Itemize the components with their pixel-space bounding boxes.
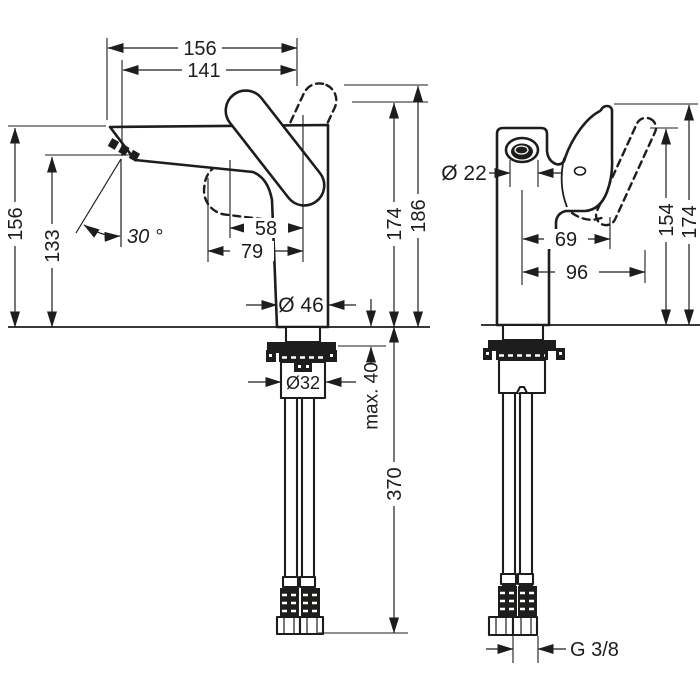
side-view (8, 82, 430, 636)
dim-hose-length: 370 (384, 467, 406, 500)
dim-width-69: 69 (555, 229, 577, 251)
dim-height-spout: 156 (5, 207, 27, 240)
front-view (481, 104, 700, 637)
dim-reach-total: 156 (183, 38, 216, 60)
mounting-hardware-front (483, 323, 565, 395)
supply-hoses-side (275, 396, 325, 636)
handle-swung-outline (594, 116, 658, 227)
dimension-labels: 156 141 156 133 30 ° 58 79 Ø 46 174 186 … (5, 38, 700, 661)
supply-hoses-front (487, 391, 539, 637)
dim-max-thickness: max. 40 (362, 362, 383, 430)
extension-lines (8, 38, 698, 663)
dim-body-diameter: Ø 46 (278, 294, 324, 317)
dim-width-96: 96 (566, 262, 588, 284)
dim-height-outlet: 133 (42, 229, 64, 262)
aerator-band (107, 138, 143, 163)
dim-outlet-angle: 30 ° (127, 226, 163, 248)
handle-lever-side (224, 89, 326, 207)
dim-offset-58: 58 (255, 218, 277, 240)
handle-swung-bottom (570, 211, 606, 221)
dim-offset-79: 79 (241, 241, 263, 263)
spout-outlet-inner (514, 145, 529, 155)
dim-shank-diameter: Ø32 (286, 373, 320, 393)
dim-height-154: 154 (656, 203, 678, 236)
dim-reach-aerator: 141 (187, 60, 220, 82)
handle-screw-hole (573, 166, 587, 176)
mounting-hardware-side (266, 325, 337, 400)
dim-connection-thread: G 3/8 (570, 639, 619, 661)
dim-spout-diameter: Ø 22 (441, 162, 487, 185)
dim-height-174-side: 174 (384, 207, 406, 240)
dim-height-186: 186 (408, 199, 430, 232)
cartridge-housing-line (560, 157, 568, 208)
dim-height-174-front: 174 (679, 205, 700, 238)
